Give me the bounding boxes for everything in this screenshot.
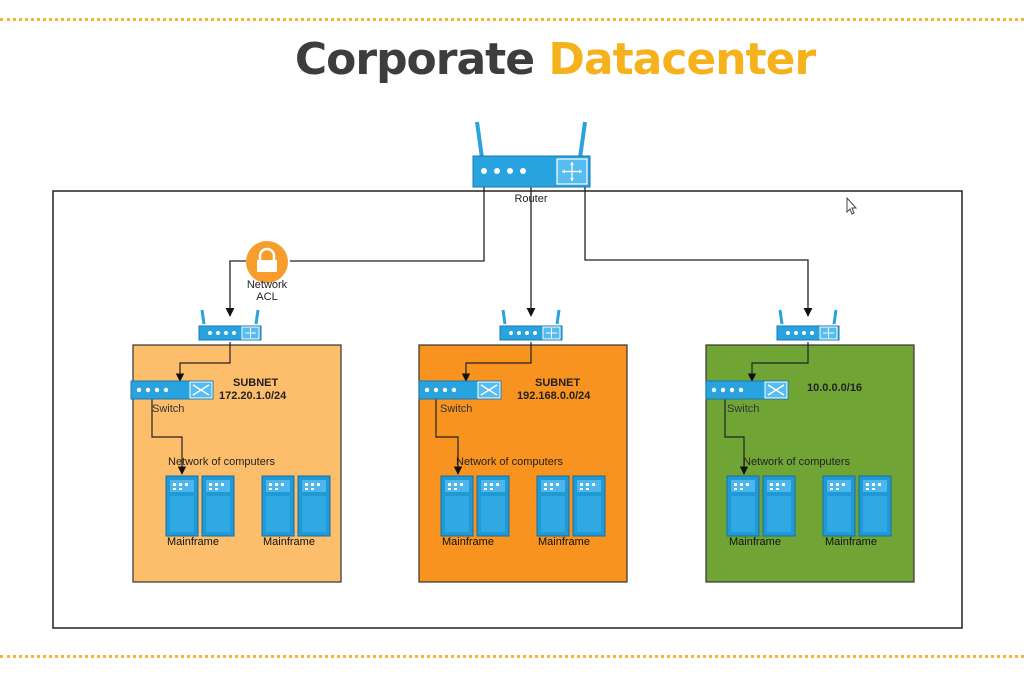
page-title: Corporate Datacenter bbox=[0, 34, 1024, 85]
server-icon bbox=[440, 475, 474, 537]
switch-icon-3 bbox=[705, 380, 789, 400]
group-label-3: Network of computers bbox=[743, 456, 850, 468]
subnet-title-3: 10.0.0.0/16 bbox=[807, 382, 863, 394]
link-switch-computers-1 bbox=[151, 398, 187, 475]
datacenter-boundary bbox=[52, 190, 963, 629]
server-icon bbox=[536, 475, 570, 537]
server-icon bbox=[762, 475, 796, 537]
link-ap-switch-3 bbox=[747, 342, 809, 382]
server-icon bbox=[201, 475, 235, 537]
switch-label-2: Switch bbox=[440, 403, 473, 415]
acl-label-line-2: ACL bbox=[256, 291, 278, 303]
switch-icon-1 bbox=[130, 380, 214, 400]
server-icon bbox=[822, 475, 856, 537]
cursor-icon bbox=[846, 196, 858, 215]
subnet-cidr-2: 192.168.0.0/24 bbox=[517, 390, 591, 402]
title-part-2: Datacenter bbox=[548, 34, 816, 85]
subnet-title-2: SUBNET bbox=[535, 377, 581, 389]
router-label: Router bbox=[514, 193, 548, 205]
mainframe-label: Mainframe bbox=[729, 536, 781, 548]
server-icon bbox=[261, 475, 295, 537]
mainframe-label: Mainframe bbox=[167, 536, 219, 548]
link-router-acl bbox=[290, 187, 485, 262]
server-icon bbox=[726, 475, 760, 537]
bottom-dotted-divider bbox=[0, 655, 1024, 658]
server-icon bbox=[476, 475, 510, 537]
mainframe-label: Mainframe bbox=[442, 536, 494, 548]
server-icon bbox=[297, 475, 331, 537]
link-ap-switch-2 bbox=[461, 342, 532, 382]
switch-icon-2 bbox=[418, 380, 502, 400]
link-ap-switch-1 bbox=[175, 342, 231, 382]
mainframe-label: Mainframe bbox=[263, 536, 315, 548]
group-label-2: Network of computers bbox=[456, 456, 563, 468]
switch-label-1: Switch bbox=[152, 403, 185, 415]
link-router-ap-3 bbox=[584, 187, 813, 317]
link-acl-ap-1 bbox=[225, 260, 246, 317]
server-icon bbox=[572, 475, 606, 537]
subnet-title-1: SUBNET bbox=[233, 377, 279, 389]
server-icon bbox=[165, 475, 199, 537]
acl-label-line-1: Network bbox=[246, 279, 288, 291]
top-dotted-divider bbox=[0, 18, 1024, 21]
link-switch-computers-2 bbox=[435, 398, 463, 475]
router-icon bbox=[472, 121, 591, 188]
link-switch-computers-3 bbox=[724, 398, 749, 475]
mainframe-label: Mainframe bbox=[825, 536, 877, 548]
server-icon bbox=[858, 475, 892, 537]
group-label-1: Network of computers bbox=[168, 456, 275, 468]
lock-icon bbox=[246, 241, 288, 283]
subnet-box-1 bbox=[132, 344, 342, 583]
mainframe-label: Mainframe bbox=[538, 536, 590, 548]
subnet-cidr-1: 172.20.1.0/24 bbox=[219, 390, 287, 402]
title-part-1: Corporate bbox=[294, 34, 535, 85]
switch-label-3: Switch bbox=[727, 403, 760, 415]
